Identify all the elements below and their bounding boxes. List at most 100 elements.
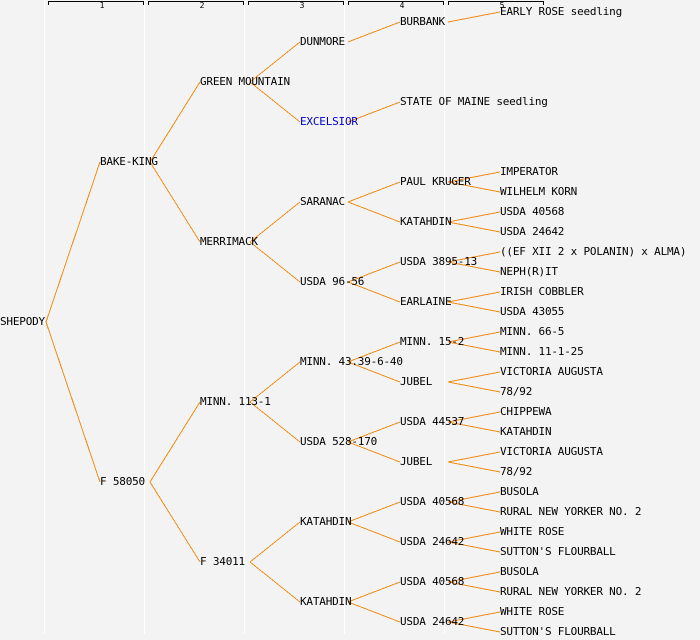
generation-bracket-3 [248,1,344,5]
pedigree-link [249,41,301,83]
generation-bracket-4 [348,1,444,5]
pedigree-link [447,251,501,263]
pedigree-node[interactable]: IRISH COBBLER [500,285,584,298]
pedigree-node[interactable]: MERRIMACK [200,235,258,248]
pedigree-link [447,571,501,583]
pedigree-node[interactable]: EXCELSIOR [300,115,358,128]
pedigree-node[interactable]: USDA 40568 [500,205,565,218]
pedigree-link [447,211,501,223]
pedigree-node[interactable]: USDA 24642 [500,225,565,238]
pedigree-node[interactable]: USDA 40568 [400,575,465,588]
pedigree-node[interactable]: PAUL KRUGER [400,175,471,188]
pedigree-link [347,501,401,523]
pedigree-node[interactable]: WHITE ROSE [500,525,565,538]
pedigree-node[interactable]: BURBANK [400,15,445,28]
pedigree-node[interactable]: MINN. 11-1-25 [500,345,584,358]
pedigree-node[interactable]: USDA 528-170 [300,435,378,448]
pedigree-node[interactable]: F 58050 [100,475,145,488]
pedigree-node[interactable]: USDA 40568 [400,495,465,508]
pedigree-link [249,401,301,443]
pedigree-link [347,341,401,363]
pedigree-node[interactable]: IMPERATOR [500,165,558,178]
pedigree-link [347,181,401,203]
pedigree-node[interactable]: RURAL NEW YORKER NO. 2 [500,505,642,518]
pedigree-node[interactable]: STATE OF MAINE seedling [400,95,548,108]
pedigree-link [149,401,201,483]
pedigree-node[interactable]: USDA 24642 [400,615,465,628]
pedigree-node[interactable]: MINN. 15-2 [400,335,465,348]
pedigree-node[interactable]: SUTTON'S FLOURBALL [500,545,616,558]
column-separator [444,0,445,634]
pedigree-link [447,11,501,23]
pedigree-node[interactable]: ((EF XII 2 x POLANIN) x ALMA) [500,245,687,258]
pedigree-link [447,341,501,353]
pedigree-node[interactable]: JUBEL [400,455,433,468]
pedigree-link [249,561,301,603]
pedigree-node[interactable]: SARANAC [300,195,345,208]
pedigree-node[interactable]: USDA 43055 [500,305,565,318]
pedigree-node[interactable]: MINN. 113-1 [200,395,271,408]
pedigree-node[interactable]: SUTTON'S FLOURBALL [500,625,616,638]
pedigree-link [347,361,401,383]
pedigree-node[interactable]: MINN. 66-5 [500,325,565,338]
pedigree-node[interactable]: F 34011 [200,555,245,568]
pedigree-node[interactable]: RURAL NEW YORKER NO. 2 [500,585,642,598]
pedigree-node[interactable]: BUSOLA [500,565,539,578]
pedigree-node[interactable]: VICTORIA AUGUSTA [500,445,603,458]
pedigree-node[interactable]: 78/92 [500,465,533,478]
pedigree-link [149,481,201,563]
pedigree-link [447,291,501,303]
generation-label: 5 [499,1,505,10]
pedigree-node[interactable]: DUNMORE [300,35,345,48]
pedigree-node[interactable]: KATAHDIN [500,425,552,438]
pedigree-node[interactable]: 78/92 [500,385,533,398]
pedigree-link [249,81,301,123]
pedigree-node[interactable]: WILHELM KORN [500,185,578,198]
generation-bracket-5 [448,1,544,5]
pedigree-link [447,621,501,633]
column-separator [144,0,145,634]
generation-label: 4 [399,1,405,10]
pedigree-link [447,331,501,343]
generation-label: 1 [99,1,105,10]
pedigree-root[interactable]: SHEPODY [0,315,45,328]
pedigree-link [447,461,501,473]
column-separator [44,0,45,634]
pedigree-link [447,171,501,183]
pedigree-node[interactable]: MINN. 43.39-6-40 [300,355,403,368]
pedigree-node[interactable]: USDA 3895-13 [400,255,478,268]
pedigree-link [447,531,501,543]
pedigree-node[interactable]: WHITE ROSE [500,605,565,618]
pedigree-node[interactable]: CHIPPEWA [500,405,552,418]
pedigree-node[interactable]: USDA 44537 [400,415,465,428]
pedigree-node[interactable]: KATAHDIN [300,515,352,528]
generation-bracket-2 [148,1,244,5]
pedigree-link [249,241,301,283]
pedigree-node[interactable]: KATAHDIN [300,595,352,608]
pedigree-node[interactable]: VICTORIA AUGUSTA [500,365,603,378]
pedigree-node[interactable]: EARLY ROSE seedling [500,5,623,18]
pedigree-link [447,581,501,593]
pedigree-node[interactable]: JUBEL [400,375,433,388]
pedigree-node[interactable]: BAKE-KING [100,155,158,168]
pedigree-node[interactable]: EARLAINE [400,295,452,308]
pedigree-link [347,581,401,603]
pedigree-node[interactable]: USDA 96-56 [300,275,365,288]
generation-bracket-1 [48,1,144,5]
pedigree-node[interactable]: GREEN MOUNTAIN [200,75,290,88]
pedigree-link [447,301,501,313]
pedigree-link [347,441,401,463]
pedigree-node[interactable]: USDA 24642 [400,535,465,548]
pedigree-link [447,411,501,423]
pedigree-link [447,501,501,513]
pedigree-node[interactable]: BUSOLA [500,485,539,498]
pedigree-link [149,81,201,163]
pedigree-node[interactable]: KATAHDIN [400,215,452,228]
pedigree-node[interactable]: NEPH(R)IT [500,265,558,278]
pedigree-link [45,161,101,323]
pedigree-link [447,611,501,623]
pedigree-link [347,521,401,543]
pedigree-link [347,261,401,283]
